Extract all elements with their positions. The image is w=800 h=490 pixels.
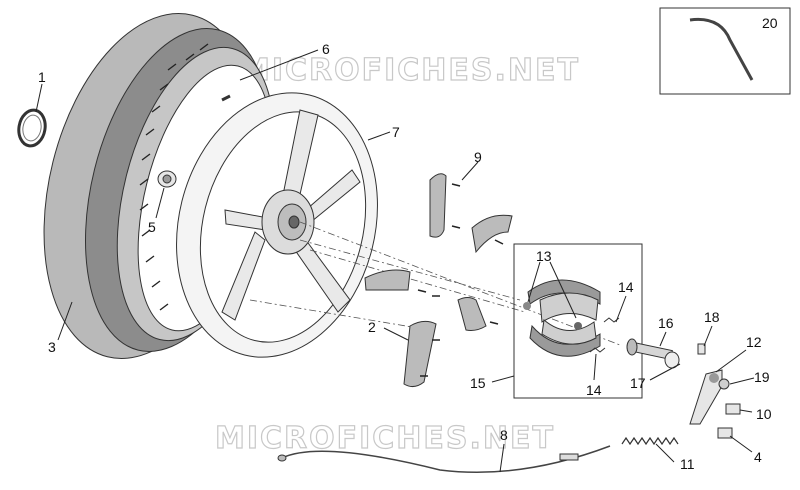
inset-hose: [689, 17, 754, 81]
callout-15: 15: [470, 375, 486, 391]
watermark-bottom: MICROFICHES.NET: [215, 421, 555, 456]
callout-11: 11: [680, 456, 695, 472]
callout-14-upper: 14: [618, 279, 634, 295]
valve: [157, 170, 177, 188]
callout-18: 18: [704, 309, 720, 325]
balance-weights: [364, 173, 513, 388]
callout-19: 19: [754, 369, 770, 385]
leader-lines: [35, 49, 755, 473]
watermark-top: MICROFICHES.NET: [240, 53, 580, 88]
callout-13: 13: [536, 248, 552, 264]
callout-labels: 1 2 3 4 5 6 7 8 9 10 11 12 13 14 14 15 1…: [38, 15, 778, 472]
inset-box: [659, 7, 791, 95]
brake-cable: [277, 445, 611, 474]
brake-cam-shaft: [626, 338, 680, 369]
callout-10: 10: [756, 406, 772, 422]
callout-17: 17: [630, 375, 646, 391]
callout-14-lower: 14: [586, 382, 602, 398]
callout-4: 4: [754, 449, 762, 465]
callout-12: 12: [746, 334, 762, 350]
callout-1: 1: [38, 69, 46, 85]
callout-7: 7: [392, 124, 400, 140]
callout-16: 16: [658, 315, 674, 331]
circlip: [17, 108, 47, 148]
callout-20: 20: [762, 15, 778, 31]
brake-shoe-box: [513, 243, 643, 399]
brake-shoes: [523, 279, 620, 357]
brake-lever-assembly: [689, 343, 741, 439]
callout-6: 6: [322, 41, 330, 57]
callout-3: 3: [48, 339, 56, 355]
wheel-rim: [176, 92, 378, 358]
assembly-lines: [249, 221, 621, 346]
callout-8: 8: [500, 427, 508, 443]
callout-2: 2: [368, 319, 376, 335]
callout-9: 9: [474, 149, 482, 165]
spring: [621, 436, 679, 446]
callout-5: 5: [148, 219, 156, 235]
